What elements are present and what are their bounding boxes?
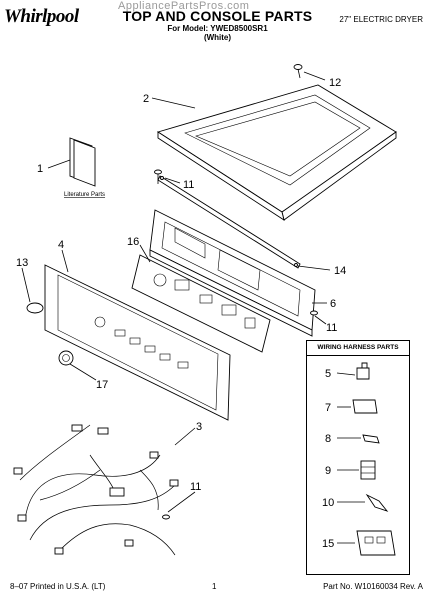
connector-part-10[interactable]: 10: [322, 493, 389, 512]
control-board-part-16[interactable]: [131, 254, 271, 353]
appliance-type: 27" ELECTRIC DRYER: [339, 15, 423, 24]
print-date: 8–07 Printed in U.S.A. (LT): [10, 582, 106, 591]
console-panel-part-4[interactable]: [44, 264, 231, 421]
wire-harness-part-3[interactable]: [13, 424, 179, 556]
model-color: (White): [203, 33, 232, 42]
connector-part-5[interactable]: 5: [325, 362, 370, 380]
wiring-harness-parts-box: WIRING HARNESS PARTS 5 7 8 9 10: [306, 340, 410, 575]
connector-part-9[interactable]: 9: [325, 460, 376, 480]
callout-14: 14: [334, 265, 346, 277]
screw-part-11-bottom[interactable]: [162, 514, 170, 520]
watermark: AppliancePartsPros.com: [118, 0, 250, 12]
callout-9: 9: [325, 465, 331, 477]
screw-part-12[interactable]: [293, 64, 303, 79]
callout-6: 6: [330, 298, 336, 310]
model-number: For Model: YWED8500SR1: [167, 24, 268, 33]
connector-part-7[interactable]: 7: [325, 399, 378, 414]
callout-7: 7: [325, 402, 331, 414]
callout-5: 5: [325, 368, 331, 380]
callout-16: 16: [127, 236, 139, 248]
literature-part-1[interactable]: [69, 137, 96, 187]
page-number: 1: [212, 582, 217, 591]
callout-8: 8: [325, 433, 331, 445]
screw-part-11-right[interactable]: [310, 310, 318, 316]
callout-15: 15: [322, 538, 334, 550]
callout-4: 4: [58, 239, 64, 251]
callout-13: 13: [16, 257, 28, 269]
connector-part-15[interactable]: 15: [322, 530, 396, 556]
callout-3: 3: [196, 421, 202, 433]
callout-11-top: 11: [183, 179, 194, 191]
wiring-harness-box-title: WIRING HARNESS PARTS: [307, 341, 409, 356]
connector-part-8[interactable]: 8: [325, 433, 380, 445]
page-title: TOP AND CONSOLE PARTS: [122, 8, 313, 24]
callout-10: 10: [322, 497, 334, 509]
callout-11-right: 11: [326, 322, 337, 334]
document-part-number: Part No. W10160034 Rev. A: [323, 582, 423, 591]
whirlpool-logo: Whirlpool: [4, 6, 79, 27]
bracket-part-14[interactable]: [157, 175, 301, 269]
top-panel-part[interactable]: [156, 84, 397, 222]
end-cap-part-13[interactable]: [26, 302, 44, 314]
callout-1: 1: [37, 163, 43, 175]
callout-2: 2: [143, 93, 149, 105]
literature-parts-label: Literature Parts: [64, 192, 105, 198]
knob-part-17[interactable]: [58, 350, 74, 366]
callout-17: 17: [96, 379, 108, 391]
screw-part-11-top[interactable]: [154, 169, 162, 184]
callout-12: 12: [329, 77, 341, 89]
harness-connector-list: 5 7 8 9 10 15: [322, 362, 396, 556]
callout-11-bottom: 11: [190, 481, 201, 493]
console-frame-part-6[interactable]: [149, 209, 316, 337]
